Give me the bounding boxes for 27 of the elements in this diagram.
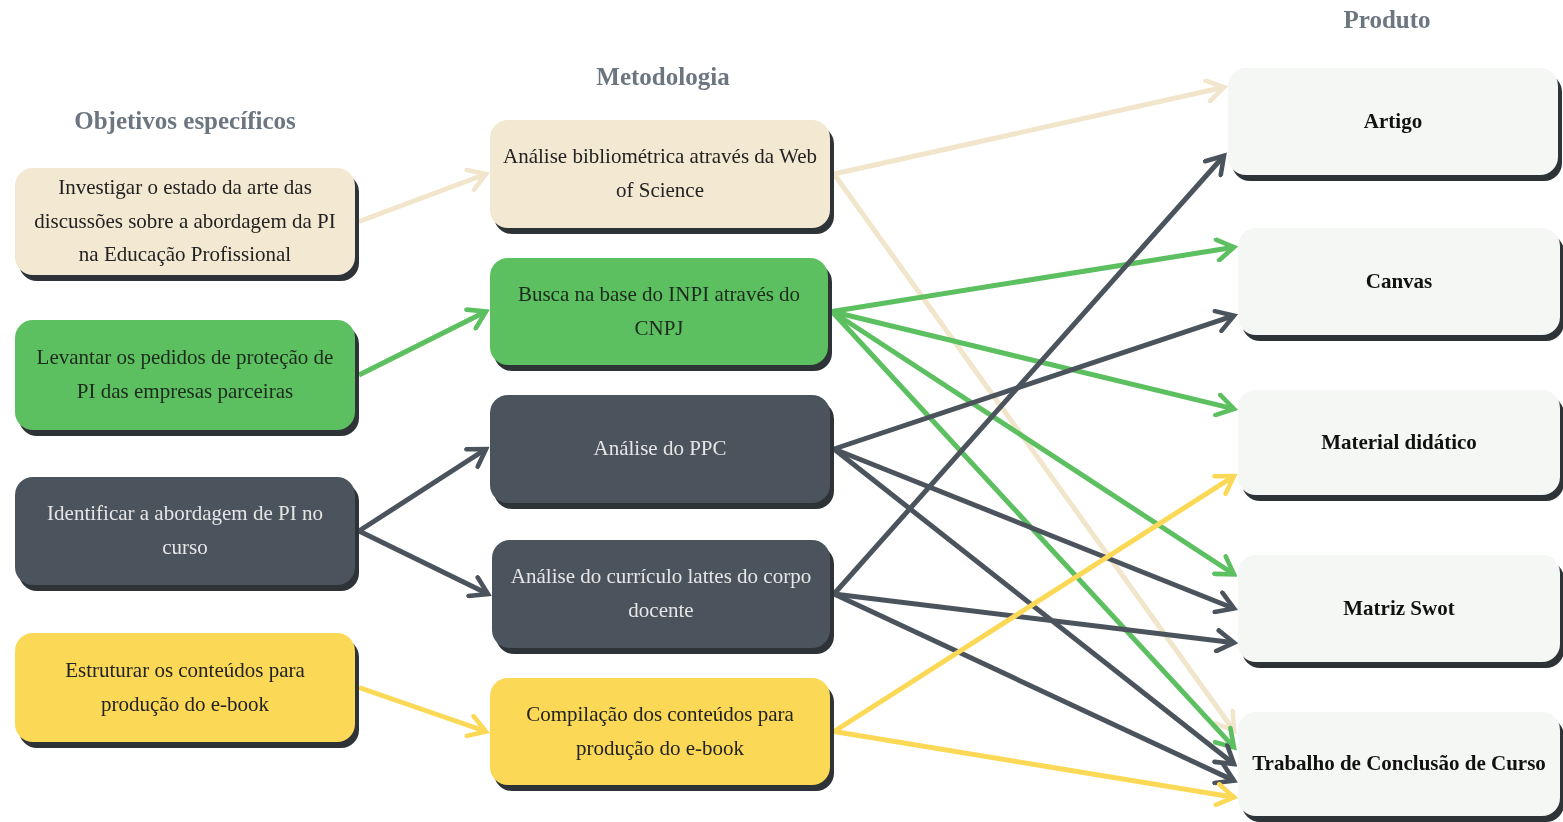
node-text: Análise do currículo lattes do corpo docente: [509, 563, 813, 624]
arrow: [833, 308, 1237, 452]
node-text: Análise bibliométrica através da Web of Science: [502, 143, 818, 204]
arrow: [357, 528, 491, 599]
node-text: Material didático: [1321, 428, 1477, 456]
arrow: [833, 591, 1237, 654]
node-text: Matriz Swot: [1343, 594, 1455, 622]
node-text: Análise do PPC: [593, 435, 727, 463]
column-heading: Metodologia: [596, 63, 730, 91]
node-text: Identificar a abordagem de PI no curso: [46, 500, 324, 561]
node-text: Investigar o estado da arte das discussões sobre a abordagem da PI na Educação Profissional: [33, 174, 337, 269]
node-text: Busca na base do INPI através do CNPJ: [516, 280, 802, 342]
column-heading: Produto: [1343, 6, 1431, 34]
node-text: Artigo: [1363, 107, 1423, 135]
node-text: Trabalho de Conclusão de Curso: [1252, 750, 1546, 778]
arrow: [833, 729, 1237, 808]
arrow: [833, 78, 1227, 177]
node-text: Compilação dos conteúdos para produção do e-book: [525, 700, 795, 762]
arrow: [358, 685, 489, 739]
arrow: [831, 172, 1237, 733]
arrow: [357, 307, 489, 378]
column-heading: Objetivos específicos: [74, 107, 296, 135]
arrow: [358, 167, 489, 224]
node-text: Canvas: [1365, 267, 1433, 295]
arrow: [831, 237, 1237, 314]
node-text: Estruturar os conteúdos para produção do e-book: [64, 656, 306, 718]
node-text: Levantar os pedidos de proteção de PI das empresas parceiras: [35, 344, 335, 405]
